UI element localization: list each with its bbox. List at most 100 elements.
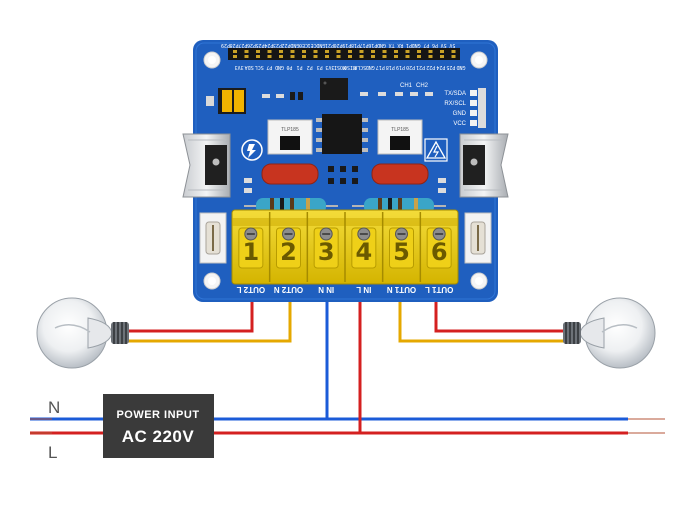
power-input-title: POWER INPUT [116,409,199,421]
out1-l-wire [434,300,565,333]
top-ic [320,78,348,100]
header-top-label: P19 [342,42,351,48]
side-label: TX/SDA [444,91,466,97]
header-top-label: CE0 [299,42,308,48]
side-connector [470,88,486,128]
header-bottom-label: GND [366,64,375,70]
header-top-label: P7 [423,42,429,48]
optocoupler-left-label: TLP185 [281,127,299,133]
header-top-label: TX [389,42,395,48]
out2-n-wire [125,300,292,343]
header-top-label: P20 [334,42,343,48]
header-top-label: GND [412,42,421,48]
header-bottom-label: P18 [386,64,395,70]
header-top-label: 5V [449,42,455,48]
header-bottom-label: P19 [396,64,405,70]
fuse-left [199,212,227,264]
capacitor-right [371,163,429,185]
terminal-label: OUT2 L [237,285,266,294]
smd-components [244,92,446,193]
terminal-number: 5 [393,238,410,266]
header-bottom-label: P0 [287,64,293,70]
header-top-label: P6 [432,42,438,48]
side-label: GND [453,111,467,117]
header-top-label: P24 [264,42,273,48]
header-bottom-label: SDA [245,64,254,70]
mounting-holes [203,51,488,290]
terminal-number: 4 [355,238,372,266]
header-top-label: P27 [238,42,247,48]
optocoupler-right: TLP185 [377,119,423,155]
header-top-label: GND [290,42,299,48]
out2-l-wire [125,300,254,333]
header-bottom-label: P1 [297,64,303,70]
terminal-label: OUT1 L [425,285,454,294]
header-top-label: P29 [221,42,230,48]
optocoupler-right-label: TLP185 [391,127,409,133]
header-bottom-label: P25 [446,64,455,70]
header-bottom-label: P17 [376,64,385,70]
wires [30,300,665,435]
gpio-header [228,48,460,60]
warning-icon [424,138,448,162]
bulb-icon [36,297,129,369]
terminal-number: 6 [431,238,448,266]
live-label: L [48,443,57,462]
header-top-label: P17 [360,42,369,48]
header-top-label: GND [377,42,386,48]
terminal-label: OUT2 N [274,285,304,294]
power-input-voltage: AC 220V [122,427,195,446]
header-top-label: P21 [325,42,334,48]
header-top-label: P22 [282,42,291,48]
header-bottom-label: P22 [426,64,435,70]
header-bottom-label: P7 [266,64,272,70]
header-bottom-label: 3V3 [235,64,244,70]
chip-label-ch2: CH2 [416,83,429,89]
left-bulb [36,297,129,369]
header-bottom-label: MISO [344,64,356,70]
out1-n-wire [398,300,565,343]
header-bottom-label: P3 [317,64,323,70]
header-top-label: 5V [441,42,447,48]
terminal-number: 1 [242,238,259,266]
header-bottom-label: P21 [416,64,425,70]
bulb-icon [563,297,656,369]
header-bottom-label: P2 [307,64,313,70]
header-bottom-labels: GNDP25P24P22P21P20P19P18P17GNDSCLKMISOMO… [235,64,466,70]
fuse-right [464,212,492,264]
header-bottom-label: SCLK [354,64,366,70]
heatsink-left [182,133,231,198]
header-top-label: P25 [256,42,265,48]
header-top-label: P16 [368,42,377,48]
header-top-label: P1 [406,42,412,48]
header-bottom-label: MOSI [334,64,346,70]
side-label: RX/SCL [444,101,466,107]
header-top-label: P23 [273,42,282,48]
relay-icon [241,139,263,161]
header-bottom-label: GND [275,64,284,70]
header-pins [233,50,456,58]
header-top-label: RX [397,42,403,48]
header-bottom-label: P24 [436,64,445,70]
side-label: VCC [453,121,466,127]
terminal-number: 2 [280,238,297,266]
terminal-number: 3 [318,238,335,266]
header-top-label: CE1 [308,42,317,48]
optocoupler-left: TLP185 [267,119,313,155]
terminal-label: IN L [356,285,371,294]
header-top-label: P28 [230,42,239,48]
neutral-label: N [48,398,60,417]
jumper-block [206,88,246,114]
side-labels: TX/SDA RX/SCL GND VCC [444,91,466,127]
header-top-label: P18 [351,42,360,48]
heatsink-right [459,133,509,198]
header-bottom-label: 3V3 [325,64,334,70]
capacitor-left [261,163,319,185]
terminal-label: OUT1 N [387,285,417,294]
